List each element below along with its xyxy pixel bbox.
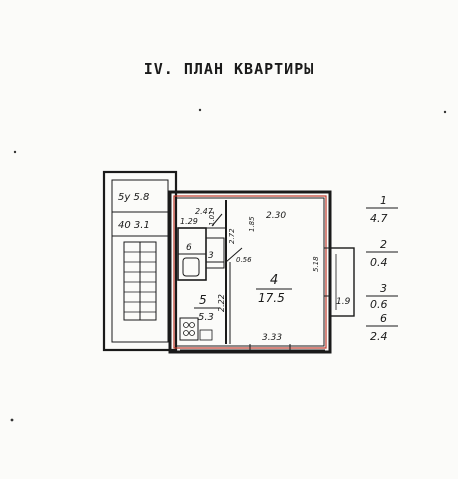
legend-num-3: 3 — [380, 282, 387, 295]
legend-num-1: 1 — [380, 194, 387, 207]
legend-val-2: 0.4 — [370, 256, 388, 269]
apartment-walls — [168, 190, 355, 354]
legend-val-1: 4.7 — [370, 212, 388, 225]
legend-num-6: 6 — [380, 312, 387, 325]
dim-5-18: 5.18 — [312, 256, 320, 272]
stair-label-bottom: 40 3.1 — [118, 220, 150, 231]
room-5-area: 5.3 — [198, 312, 214, 323]
dim-2-72: 2.72 — [228, 228, 236, 244]
dim-2-30: 2.30 — [266, 211, 286, 221]
dim-1-85: 1.85 — [248, 216, 256, 232]
area-legend: 1 4.7 2 0.4 3 0.6 6 2.4 — [366, 194, 398, 343]
dot-mark — [10, 418, 14, 422]
dim-2-47: 2.47 — [195, 207, 214, 216]
room-4-area: 17.5 — [258, 291, 285, 305]
dim-1-01: 1.01 — [208, 210, 216, 226]
dim-3-33: 3.33 — [262, 333, 282, 343]
room-6-number: 6 — [186, 243, 192, 253]
room-3-number: 3 — [208, 251, 214, 261]
room-4-number: 4 — [270, 273, 278, 288]
dot-mark — [198, 108, 202, 112]
legend-val-3: 0.6 — [370, 298, 388, 311]
dim-2-22: 2.22 — [217, 294, 226, 312]
dot-mark — [13, 150, 17, 154]
legend-num-2: 2 — [380, 238, 387, 251]
stair-label-top: 5у 5.8 — [118, 192, 149, 203]
legend-val-6: 2.4 — [370, 330, 388, 343]
dot-mark — [443, 110, 447, 114]
dim-1-29: 1.29 — [180, 217, 198, 226]
dim-0-56: 0.56 — [236, 256, 252, 264]
plan-title: IV. ПЛАН КВАРТИРЫ — [143, 60, 315, 78]
room-5-number: 5 — [199, 293, 207, 307]
dim-1-9: 1.9 — [336, 297, 351, 307]
